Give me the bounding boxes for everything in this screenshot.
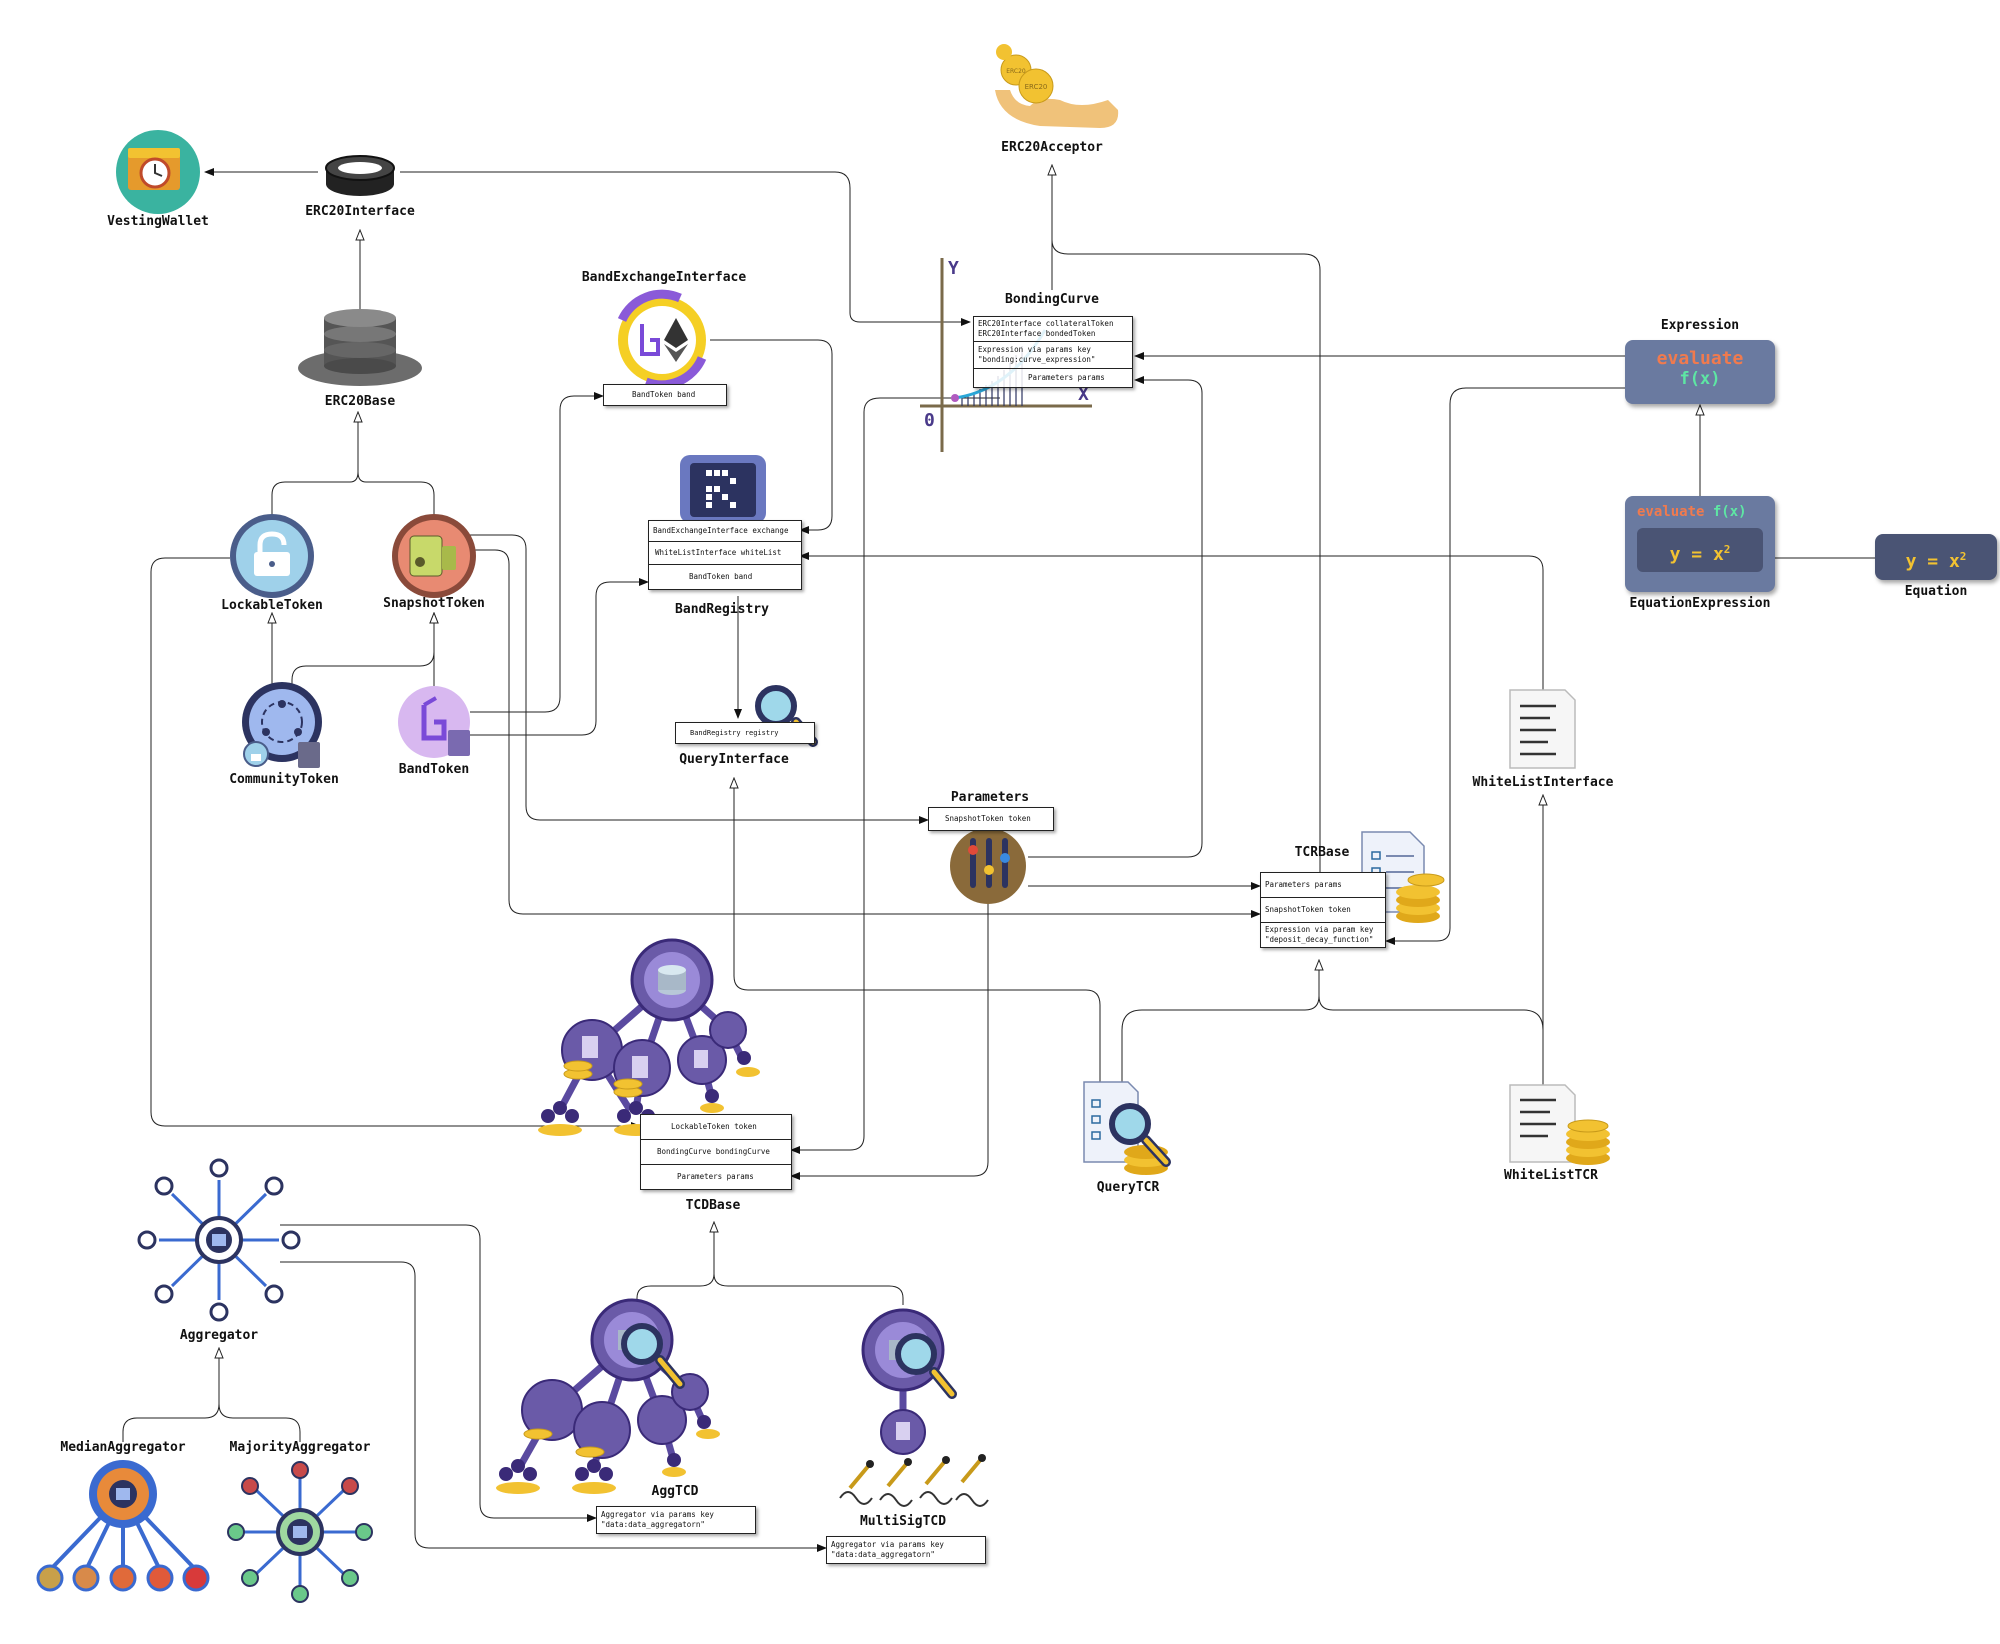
hub-icon: [137, 1158, 301, 1322]
tcr-base-box: Parameters params SnapshotToken token Ex…: [1260, 872, 1386, 948]
label-majority-aggregator: MajorityAggregator: [229, 1440, 371, 1455]
expression-card: evaluate f(x): [1625, 340, 1775, 404]
parameters-box: SnapshotToken token: [928, 807, 1054, 831]
field-row: Parameters params: [1261, 873, 1385, 898]
field-row: WhiteListInterface whiteList: [649, 542, 801, 565]
equation-exponent: 2: [1959, 550, 1967, 563]
registry-grid-icon: [680, 455, 766, 523]
label-equation-expression: EquationExpression: [1629, 596, 1771, 611]
tree-network-icon: [538, 938, 760, 1136]
label-erc20-interface: ERC20Interface: [305, 204, 415, 219]
eqexpr-evaluate: evaluate: [1637, 504, 1705, 520]
hand-coins-icon: ERC20 ERC20: [995, 44, 1119, 128]
label-tcd-base: TCDBase: [685, 1198, 741, 1213]
tree-search-icon: [496, 1298, 720, 1494]
checklist-search-icon: [1083, 1081, 1171, 1175]
label-equation: Equation: [1904, 584, 1968, 599]
equation-expression-card: evaluate f(x) y = x2: [1625, 496, 1775, 592]
label-band-token: BandToken: [398, 762, 470, 777]
svg-text:ERC20: ERC20: [1025, 83, 1048, 91]
eqexpr-exponent: 2: [1723, 543, 1731, 556]
query-interface-box: BandRegistry registry: [675, 722, 815, 744]
eqexpr-fx: f(x): [1712, 504, 1747, 520]
label-aggregator: Aggregator: [179, 1328, 259, 1343]
label-lockable-token: LockableToken: [221, 598, 323, 613]
field-row: BandToken band: [689, 572, 753, 581]
sliders-icon: [950, 828, 1026, 904]
band-exchange-interface-box: BandToken band: [603, 384, 727, 406]
padlock-icon: [230, 514, 314, 598]
field-row: LockableToken token: [641, 1115, 791, 1140]
majority-hub-icon: [227, 1461, 373, 1603]
field-row: BandExchangeInterface exchange: [649, 521, 801, 542]
label-agg-tcd: AggTCD: [651, 1484, 699, 1499]
eqexpr-formula-box: y = x2: [1637, 528, 1763, 572]
eqexpr-formula: y = x: [1669, 544, 1724, 565]
field-row: SnapshotToken token: [945, 814, 1031, 823]
wallet-clock-icon: [116, 130, 200, 214]
field-row: Aggregator via params key "data:data_agg…: [831, 1540, 944, 1559]
chart-x-label: X: [1078, 384, 1089, 405]
document-icon: [1509, 689, 1576, 769]
field-row: Parameters params: [677, 1172, 754, 1181]
band-logo-icon: [398, 686, 470, 758]
equation-card: y = x2: [1875, 534, 1997, 580]
label-erc20-base: ERC20Base: [324, 394, 396, 409]
svg-text:ERC20: ERC20: [1006, 68, 1026, 75]
median-hub-icon: [36, 1460, 210, 1592]
coin-ring-icon: [325, 155, 395, 196]
expression-evaluate: evaluate: [1656, 348, 1744, 369]
field-row: Parameters params: [1028, 373, 1105, 382]
label-tcr-base: TCRBase: [1294, 845, 1350, 860]
field-row: ERC20Interface collateralToken ERC20Inte…: [974, 317, 1132, 342]
label-whitelist-interface: WhiteListInterface: [1472, 775, 1614, 790]
field-row: SnapshotToken token: [1261, 898, 1385, 923]
community-icon: [242, 682, 322, 768]
label-band-registry: BandRegistry: [675, 602, 769, 617]
connectors: [122, 165, 1875, 1552]
equation-formula: y = x: [1905, 551, 1960, 572]
band-eth-icon: [617, 289, 707, 390]
expression-fx: f(x): [1679, 369, 1721, 389]
label-multisig-tcd: MultiSigTCD: [859, 1514, 947, 1529]
multisig-pens-icon: [839, 1308, 989, 1507]
label-community-token: CommunityToken: [229, 772, 339, 787]
label-band-exchange-interface: BandExchangeInterface: [581, 270, 747, 285]
label-query-tcr: QueryTCR: [1096, 1180, 1160, 1195]
bonding-curve-box: ERC20Interface collateralToken ERC20Inte…: [973, 316, 1133, 388]
field-row: BandRegistry registry: [690, 729, 779, 737]
label-bonding-curve: BondingCurve: [1005, 292, 1099, 307]
hat-database-icon: [298, 309, 422, 386]
field-row: Expression via param key "deposit_decay_…: [1265, 925, 1374, 944]
chart-y-label: Y: [948, 258, 959, 279]
label-whitelist-tcr: WhiteListTCR: [1504, 1168, 1598, 1183]
label-vesting-wallet: VestingWallet: [107, 214, 209, 229]
agg-tcd-box: Aggregator via params key "data:data_agg…: [596, 1506, 756, 1534]
field-row: BandToken band: [632, 390, 696, 399]
field-row: BondingCurve bondingCurve: [641, 1140, 791, 1165]
label-snapshot-token: SnapshotToken: [383, 596, 485, 611]
label-expression: Expression: [1660, 318, 1740, 333]
label-median-aggregator: MedianAggregator: [60, 1440, 186, 1455]
field-row: Aggregator via params key "data:data_agg…: [601, 1510, 714, 1529]
chart-origin-label: 0: [924, 410, 935, 431]
field-row: Expression via params key "bonding:curve…: [974, 342, 1132, 369]
label-query-interface: QueryInterface: [679, 752, 789, 767]
multisig-tcd-box: Aggregator via params key "data:data_agg…: [826, 1536, 986, 1564]
document-coins-icon: [1509, 1084, 1610, 1165]
label-parameters: Parameters: [950, 790, 1030, 805]
label-erc20-acceptor: ERC20Acceptor: [1001, 140, 1103, 155]
tcd-base-box: LockableToken token BondingCurve bonding…: [640, 1114, 792, 1190]
band-registry-box: BandExchangeInterface exchange WhiteList…: [648, 520, 802, 590]
camera-icon: [392, 514, 476, 598]
